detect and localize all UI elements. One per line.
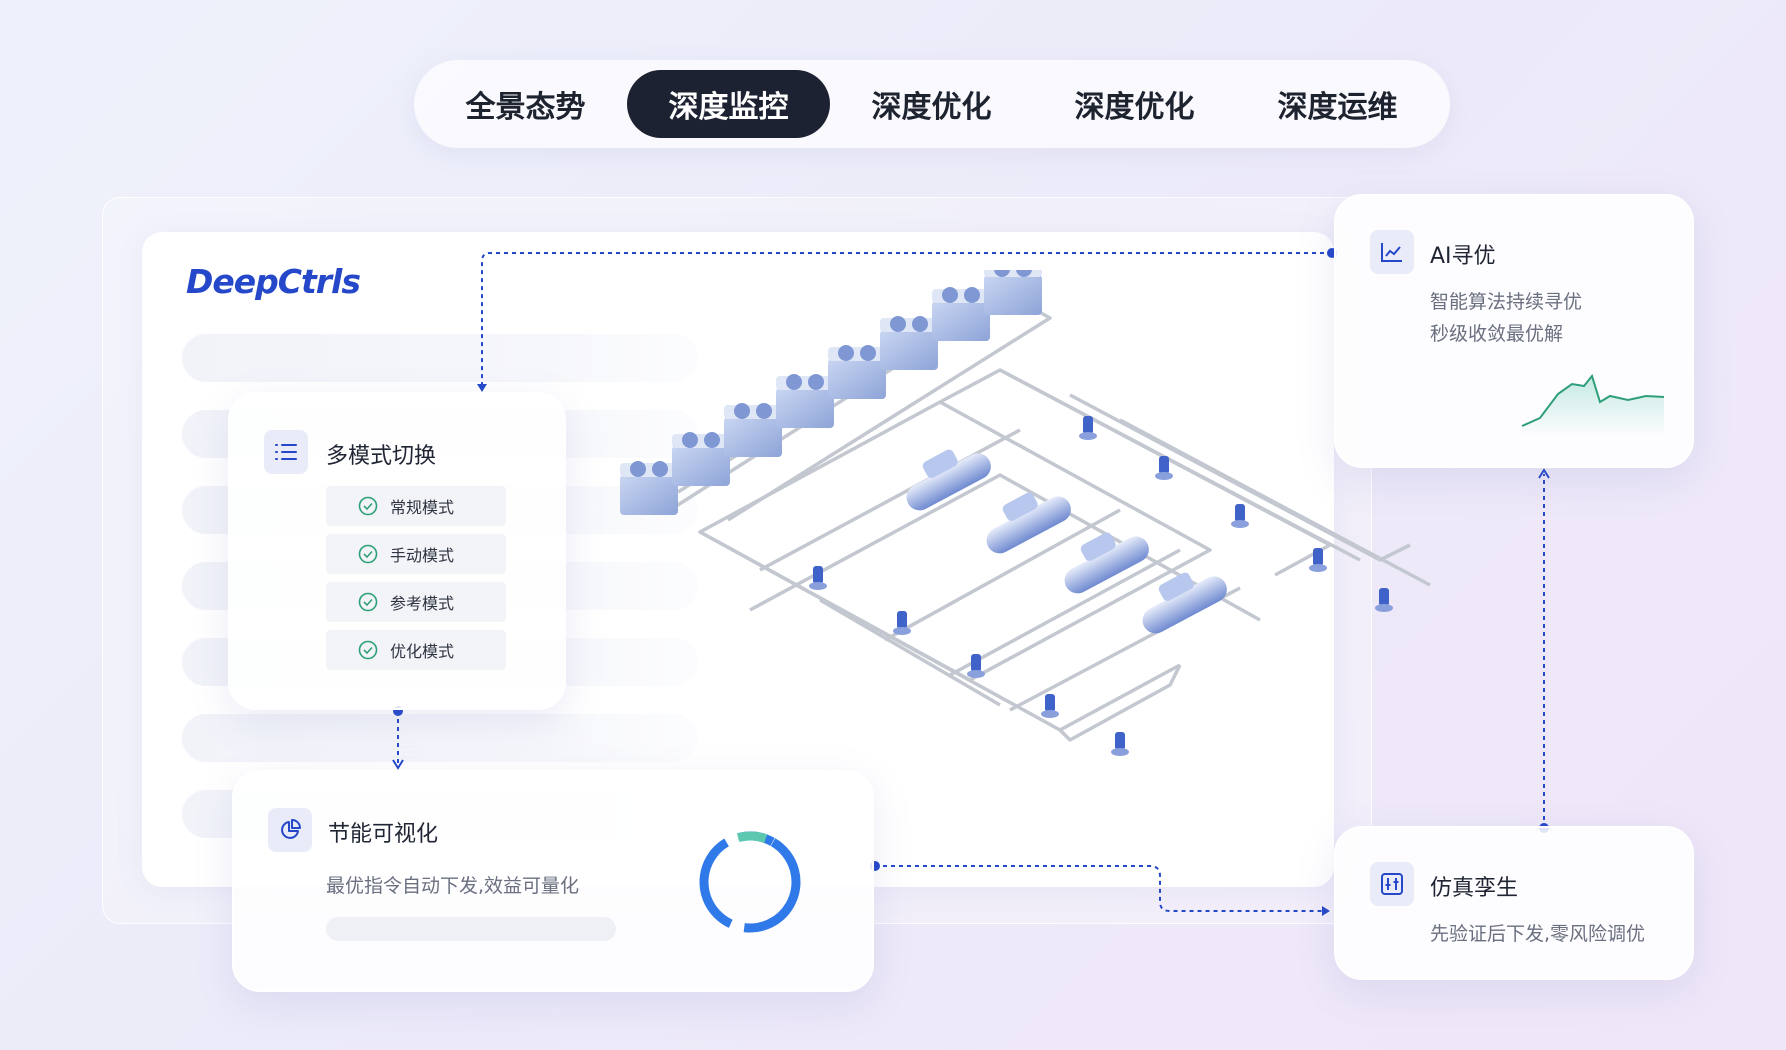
- list-icon: [264, 430, 308, 474]
- mode-option-optimize[interactable]: 优化模式: [326, 630, 506, 670]
- card-title: AI寻优: [1430, 244, 1496, 269]
- chiller-plant-diagram: [620, 270, 1431, 756]
- card-subtitle: 先验证后下发,零风险调优: [1430, 923, 1646, 945]
- mode-label: 常规模式: [390, 498, 455, 517]
- mode-option-manual[interactable]: 手动模式: [326, 534, 506, 574]
- multi-mode-card: 多模式切换 常规模式 手动模式 参考模式 优化模式: [228, 392, 566, 710]
- line-chart-icon: [1370, 230, 1414, 274]
- card-line-1: 智能算法持续寻优: [1430, 291, 1583, 313]
- energy-visualization-card: 节能可视化 最优指令自动下发,效益可量化: [232, 770, 874, 992]
- card-subtitle: 最优指令自动下发,效益可量化: [326, 875, 580, 897]
- chillers: [906, 449, 1227, 634]
- pumps: [809, 416, 1393, 756]
- ring-gauge: [699, 831, 801, 933]
- ai-optimize-card: AI寻优 智能算法持续寻优 秒级收敛最优解: [1334, 194, 1694, 468]
- card-title: 多模式切换: [326, 444, 437, 469]
- placeholder-bar: [182, 714, 698, 762]
- brand-logo: DeepCtrls: [186, 262, 361, 301]
- tab-deep-ops[interactable]: 深度运维: [1277, 90, 1398, 125]
- check-circle-icon: [358, 640, 378, 660]
- check-circle-icon: [358, 496, 378, 516]
- card-title: 仿真孪生: [1430, 876, 1519, 901]
- mode-option-normal[interactable]: 常规模式: [326, 486, 506, 526]
- placeholder-bar: [182, 334, 698, 382]
- card-title: 节能可视化: [328, 822, 439, 847]
- cooling-towers: [620, 270, 1042, 515]
- mode-label: 手动模式: [390, 546, 455, 565]
- top-tab-bar: 全景态势 深度监控 深度优化 深度优化 深度运维: [414, 60, 1450, 148]
- placeholder-progress-bar: [326, 917, 616, 941]
- simulation-twin-card: 仿真孪生 先验证后下发,零风险调优: [1334, 826, 1694, 980]
- tab-deep-optimize-2[interactable]: 深度优化: [1074, 90, 1195, 125]
- tab-panorama[interactable]: 全景态势: [465, 90, 586, 125]
- mode-label: 优化模式: [390, 642, 455, 661]
- mode-option-reference[interactable]: 参考模式: [326, 582, 506, 622]
- tab-deep-optimize[interactable]: 深度优化: [871, 90, 992, 125]
- check-circle-icon: [358, 592, 378, 612]
- card-line-2: 秒级收敛最优解: [1430, 323, 1564, 345]
- check-circle-icon: [358, 544, 378, 564]
- tab-deep-monitor[interactable]: 深度监控: [627, 70, 830, 138]
- sparkline: [1521, 373, 1665, 436]
- sliders-icon: [1370, 862, 1414, 906]
- mode-label: 参考模式: [390, 594, 455, 613]
- pie-chart-icon: [268, 808, 312, 852]
